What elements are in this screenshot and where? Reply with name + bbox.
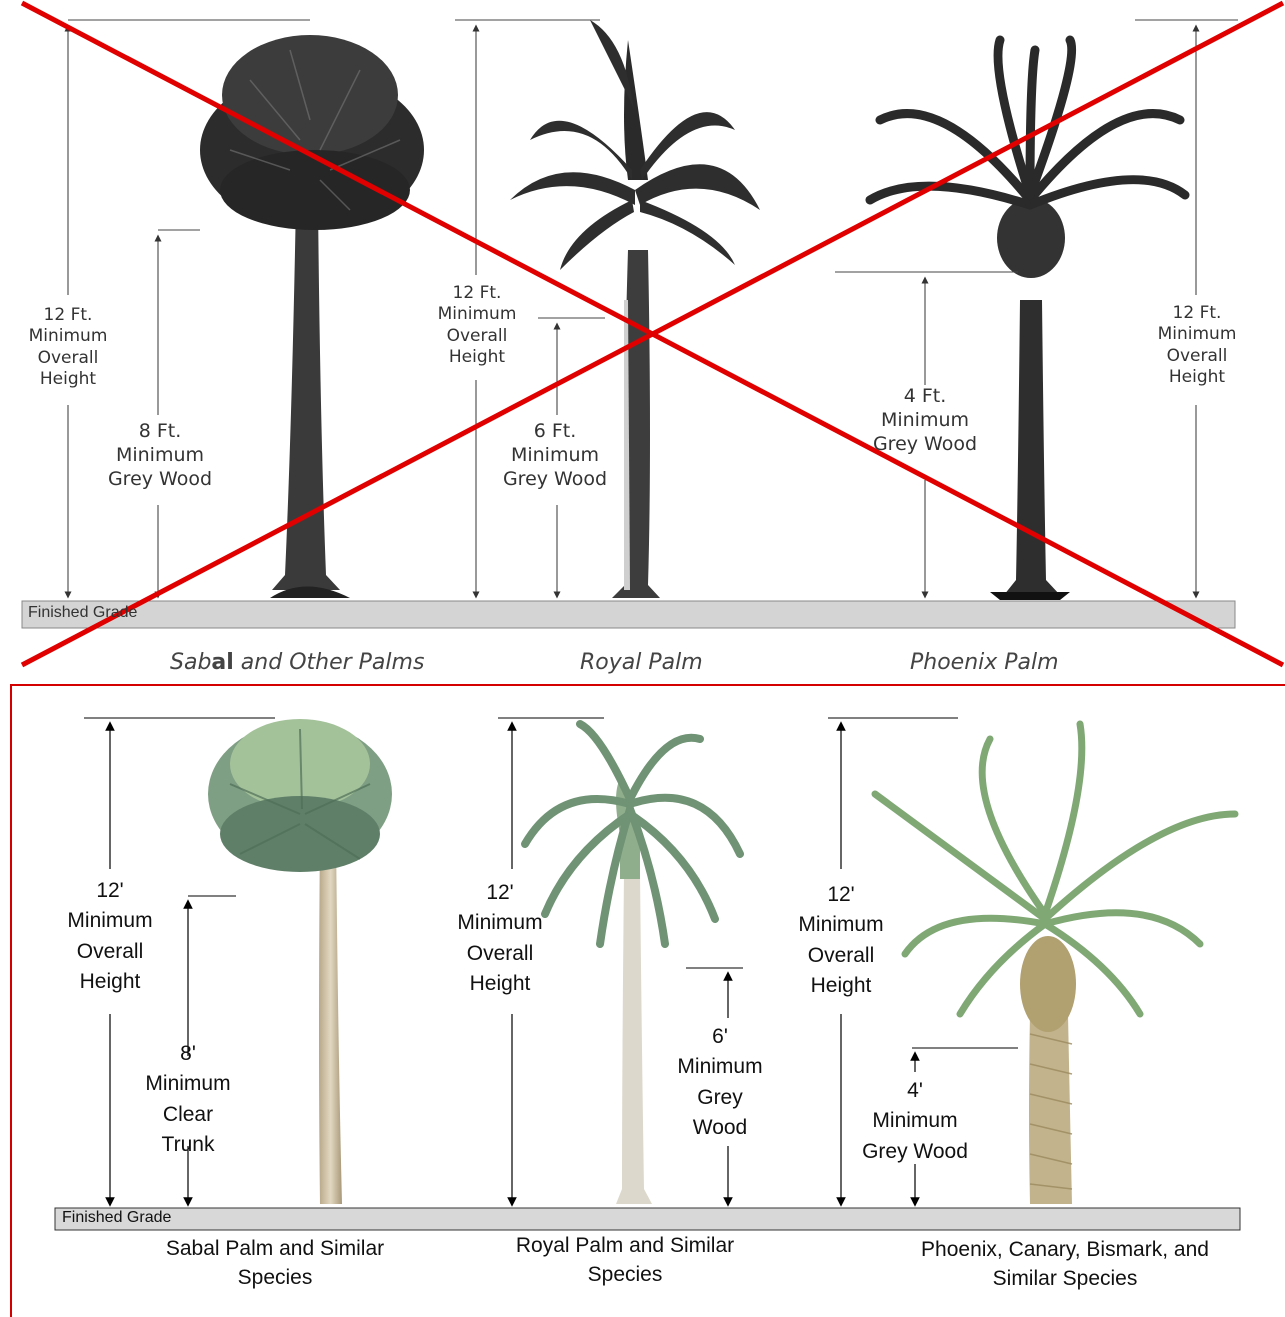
phoenix-palm-icon [871,720,1239,1204]
sabal-overall-height-label: 12 Ft. Minimum Overall Height [28,305,108,389]
royal-old-caption: Royal Palm [580,650,703,675]
old-standard-diagram: Finished Grade 12 Ft. Minimum Overall He… [20,0,1285,675]
finished-grade-label: Finished Grade [62,1209,172,1226]
current-standard-frame [10,684,1285,1317]
current-standard-diagram: Finished Grade 12' Minimum Overall Heigh… [0,684,1285,1317]
sabal-caption: Sabal Palm and Similar Species [165,1237,385,1290]
sabal-palm-old-icon [200,35,424,598]
current-diagram-graphics [54,717,1241,1231]
phoenix-caption: Phoenix, Canary, Bismark, and Similar Sp… [921,1238,1209,1291]
royal-grey-wood-label: 6' Minimum Grey Wood [677,1025,763,1140]
sabal-old-caption: Sabal and Other Palms [170,650,425,675]
finished-grade-bar [54,1207,1241,1231]
royal-overall-height-label: 12 Ft. Minimum Overall Height [437,283,517,367]
phoenix-overall-height-label: 12 Ft. Minimum Overall Height [1157,303,1237,387]
phoenix-grey-wood-label: 4 Ft. Minimum Grey Wood [872,385,978,455]
royal-grey-wood-label: 6 Ft. Minimum Grey Wood [502,420,608,490]
royal-caption: Royal Palm and Similar Species [515,1234,735,1287]
sabal-palm-icon [208,719,392,1204]
royal-palm-old-icon [510,20,760,598]
old-diagram-graphics [20,0,1285,668]
royal-overall-height-label: 12' Minimum Overall Height [457,881,543,996]
finished-grade-bar [21,600,1236,629]
royal-palm-icon [521,720,744,1204]
phoenix-palm-old-icon [865,35,1190,600]
crossed-out-x-icon [20,0,1285,668]
phoenix-overall-height-label: 12' Minimum Overall Height [798,883,884,998]
phoenix-old-caption: Phoenix Palm [910,650,1059,675]
sabal-overall-height-label: 12' Minimum Overall Height [67,879,153,994]
phoenix-grey-wood-label: 4' Minimum Grey Wood [862,1079,968,1163]
sabal-grey-wood-label: 8 Ft. Minimum Grey Wood [107,420,213,490]
sabal-clear-trunk-label: 8' Minimum Clear Trunk [145,1042,231,1157]
finished-grade-label: Finished Grade [28,604,138,621]
